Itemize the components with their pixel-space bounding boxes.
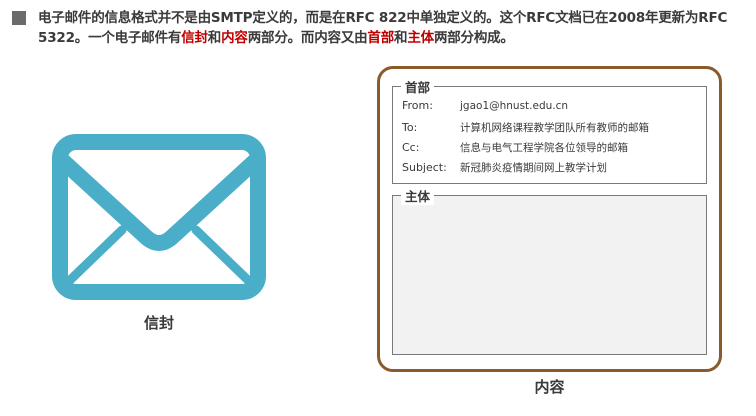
content-frame: 首部 From: jgao1@hnust.edu.cn To: 计算机网络课程教学团… [377,66,722,372]
intro-text-1: 电子邮件的信息格式并不是由SMTP定义的，而是在RFC 822中单独定义的。这个… [38,10,728,46]
field-label: Cc: [402,141,420,154]
intro-text-and-2: 和 [394,30,408,46]
intro-highlight-body: 主体 [407,30,434,46]
envelope-icon [52,134,266,300]
body-legend: 主体 [401,186,435,205]
body-fieldset: 主体 [392,186,707,355]
header-field-from: From: jgao1@hnust.edu.cn [402,99,568,112]
header-field-subject: Subject: 新冠肺炎疫情期间网上教学计划 [402,160,607,175]
intro-highlight-envelope: 信封 [181,30,208,46]
intro-text-and-1: 和 [207,30,222,46]
intro-text-3: 两部分构成。 [433,30,514,46]
envelope-caption: 信封 [143,314,174,332]
header-fieldset: 首部 From: jgao1@hnust.edu.cn To: 计算机网络课程教学团… [392,77,707,184]
intro-highlight-header: 首部 [367,30,395,46]
intro-highlight-content: 内容 [221,30,248,46]
field-value: 新冠肺炎疫情期间网上教学计划 [460,162,607,174]
field-value: 信息与电气工程学院各位领导的邮箱 [460,142,628,154]
field-label: To: [402,121,418,134]
intro-text-2: 两部分。而内容又由 [247,30,368,46]
intro-paragraph: 电子邮件的信息格式并不是由SMTP定义的，而是在RFC 822中单独定义的。这个… [38,8,750,48]
field-label: From: [402,99,433,112]
field-value: jgao1@hnust.edu.cn [460,100,569,112]
header-field-to: To: 计算机网络课程教学团队所有教师的邮箱 [402,120,649,135]
field-value: 计算机网络课程教学团队所有教师的邮箱 [460,122,649,134]
header-legend: 首部 [401,77,435,96]
content-caption: 内容 [534,378,565,396]
header-field-cc: Cc: 信息与电气工程学院各位领导的邮箱 [402,140,628,155]
field-label: Subject: [402,161,447,174]
bullet-square [12,11,26,25]
